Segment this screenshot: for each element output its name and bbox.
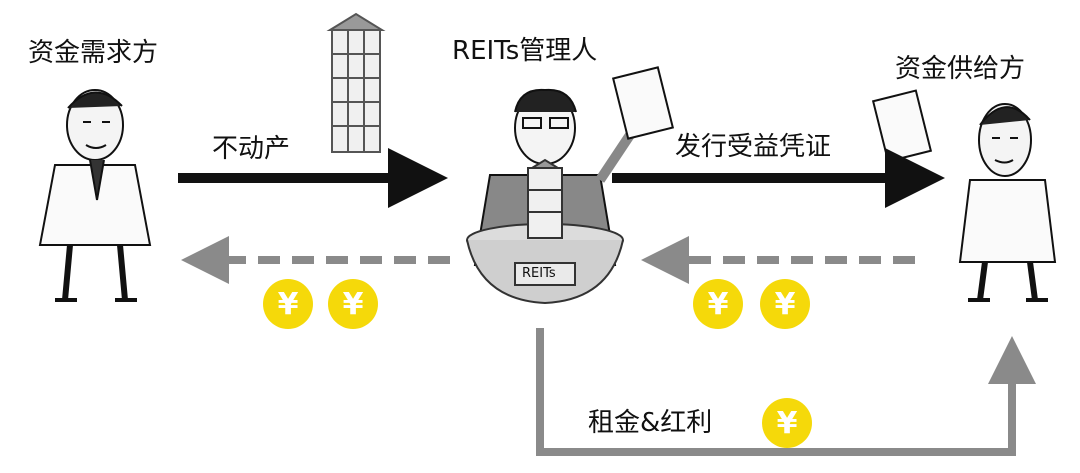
demand-side-person-icon	[38, 89, 152, 302]
yuan-coin-icon: ¥	[762, 398, 812, 448]
return-flow-label: 租金&红利	[588, 408, 713, 438]
yuan-coin-icon: ¥	[263, 279, 313, 329]
yuan-coin-icon: ¥	[693, 279, 743, 329]
return-flow-arrow	[536, 328, 1036, 456]
bowl-label: REITs	[522, 266, 556, 281]
demand-side-label: 资金需求方	[28, 38, 159, 68]
yuan-coin-icon: ¥	[328, 279, 378, 329]
supply-side-label: 资金供给方	[895, 54, 1026, 84]
yuan-coin-icon: ¥	[760, 279, 810, 329]
reits-bowl-icon	[466, 158, 624, 305]
asset-flow-label: 不动产	[212, 134, 291, 164]
supply-side-person-icon	[871, 89, 1057, 302]
certificate-flow-label: 发行受益凭证	[675, 132, 832, 162]
building-icon	[326, 12, 386, 153]
manager-label: REITs管理人	[452, 36, 598, 66]
